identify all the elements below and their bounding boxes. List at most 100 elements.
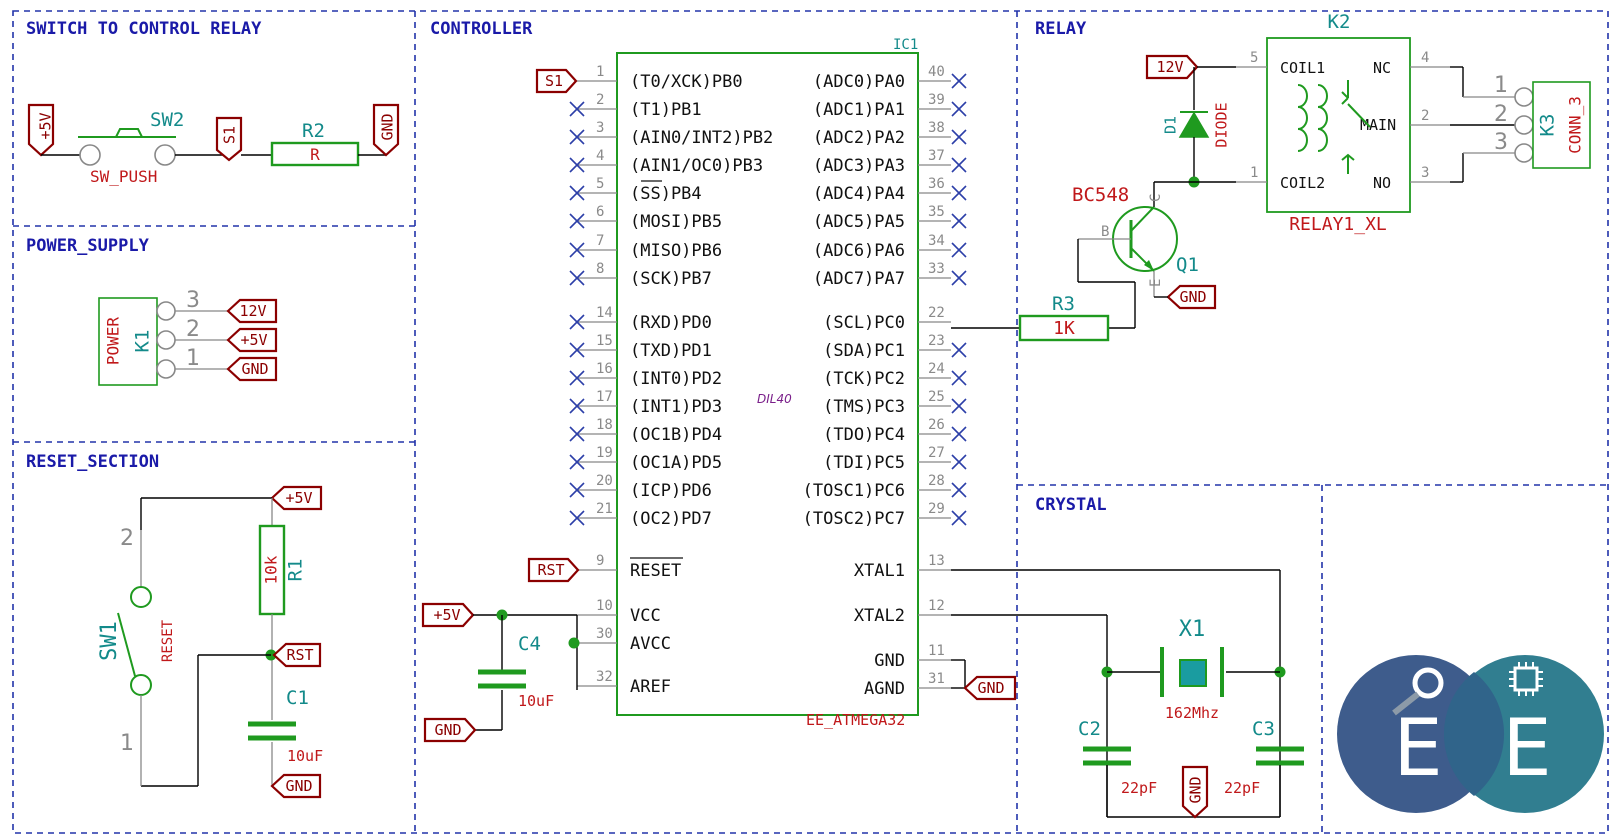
ic1-pin-name: (MISO)PB6 [630,241,722,261]
flag-gnd-k1 [226,356,278,382]
k3-pin-1: 1 [1494,73,1508,98]
flag-gnd-sw2 [372,103,400,157]
ic1-pin-number: 11 [928,643,945,659]
ic1-pin-name: (ADC3)PA3 [813,156,905,176]
k1-ref: K1 [132,330,154,353]
ic1-pin-number: 37 [928,148,945,164]
flag-5v-ic [421,602,475,628]
flag-gnd-q1-label: GND [1179,288,1206,306]
ic1-pin-7: 7(MISO)PB6 [569,233,722,261]
r2-ref: R2 [302,120,325,142]
ic1-pin-number: 15 [596,333,613,349]
k3-body [1532,81,1591,169]
no-connect-icon [569,270,585,286]
ic1-pin-name: (RXD)PD0 [630,313,712,333]
k2-pin-2: 2 [1421,108,1429,124]
flag-rst-reset [272,642,322,668]
ic1-pin-33: 33(ADC7)PA7 [813,261,967,289]
sw2-contact-left [79,144,101,166]
no-connect-icon [569,370,585,386]
ic1-pin-name: (ICP)PD6 [630,481,712,501]
ic1-pin-6: 6(MOSI)PB5 [569,204,722,232]
k2-contact-nc [1341,80,1349,105]
k2-label-no: NO [1373,174,1391,192]
k2-ref: K2 [1328,11,1351,33]
ic1-pin-name: (SCL)PC0 [823,313,905,333]
ic1-pin-number: 29 [928,501,945,517]
no-connect-icon [569,242,585,258]
c1-ref: C1 [286,687,309,709]
ic1-pin-16: 16(INT0)PD2 [569,361,722,389]
ic1-pin-number: 13 [928,553,945,569]
section-frames [12,10,1609,834]
reset-section: +5V 10k R1 RST 2 1 SW1 RESET C1 10uF GND [97,485,323,799]
ic1-pin-name: (TDO)PC4 [823,425,905,445]
section-title-crystal: CRYSTAL [1035,495,1107,515]
ic1-pin-name: (T1)PB1 [630,100,702,120]
flag-rst-ic [527,557,580,583]
ic1-pin-name: (ADC4)PA4 [813,184,905,204]
power-section: POWER K1 3 2 1 12V +5V GND [98,288,278,386]
ic1-pin-38: 38(ADC2)PA2 [813,120,967,148]
flag-5v-reset-label: +5V [285,489,312,507]
ic1-pin-25: 25(TMS)PC3 [823,389,967,417]
ic1-pin-name: VCC [630,606,661,626]
ic1-pin-number: 38 [928,120,945,136]
ic1-pin-number: 14 [596,305,613,321]
ee-logo: E E [1337,655,1604,813]
ic1-pin-name: (AIN0/INT2)PB2 [630,128,773,148]
k2-label-coil2: COIL2 [1280,174,1325,192]
ic1-pin-34: 34(ADC6)PA6 [813,233,967,261]
ic1-pin-number: 26 [928,417,945,433]
x1-crystal-body [1179,659,1207,687]
flag-gnd-sw2-label: GND [379,113,397,140]
relay-section: 12V D1 DIODE BC548 Q1 C B E GND R3 [1018,11,1591,342]
ic1-pin-35: 35 (ADC5)PA5 [813,204,967,232]
no-connect-icon [569,314,585,330]
ic1-pin-number: 35 [928,204,945,220]
ic1-pin-name: (ADC5)PA5 [813,212,905,232]
ic1-pin-17: 17(INT1)PD3 [569,389,722,417]
flag-gnd-ic [423,717,477,743]
c3-ref: C3 [1252,718,1275,740]
ic1-pin-26: 26 (TDO)PC4 [823,417,967,445]
ic1-pin-number: 36 [928,176,945,192]
k1-value: POWER [104,317,123,366]
ic1-pin-15: 15(TXD)PD1 [569,333,712,361]
flag-s1-sw2 [215,116,243,162]
flag-5v-reset [270,485,323,511]
ic1-pin-number: 27 [928,445,945,461]
ic1-pin-name: GND [874,651,905,671]
ic1-pin-number: 30 [596,626,613,642]
ic1-pin-number: 17 [596,389,613,405]
section-title-relay: RELAY [1035,19,1087,39]
section-title-power: POWER_SUPPLY [26,236,150,256]
ic1-pin-number: 28 [928,473,945,489]
ic1-pin-name: (TOSC1)PC6 [803,481,905,501]
sw1-pin-2: 2 [120,526,134,551]
no-connect-icon [569,426,585,442]
k2-label-nc: NC [1373,59,1391,77]
no-connect-icon [569,342,585,358]
section-title-switch: SWITCH TO CONTROL RELAY [26,19,262,39]
k2-label-coil1: COIL1 [1280,59,1325,77]
flag-5v-sw2-label: +5V [37,112,55,139]
ic1-pin-number: 20 [596,473,613,489]
no-connect-icon [951,482,967,498]
no-connect-icon [951,157,967,173]
ic1-pin-name: (ADC7)PA7 [813,269,905,289]
sw1-ref: SW1 [97,621,122,661]
flag-s1-ic-label: S1 [545,72,563,90]
ic1-pin-name: (SCK)PB7 [630,269,712,289]
q1-pin-e: E [1148,279,1164,287]
ic1-pin-number: 22 [928,305,945,321]
k2-pin-5: 5 [1250,50,1258,66]
ic1-pin-name: AREF [630,677,671,697]
flag-s1-sw2-label: S1 [221,126,239,144]
flag-rst-ic-label: RST [537,561,564,579]
ic1-pin-number: 2 [596,92,604,108]
